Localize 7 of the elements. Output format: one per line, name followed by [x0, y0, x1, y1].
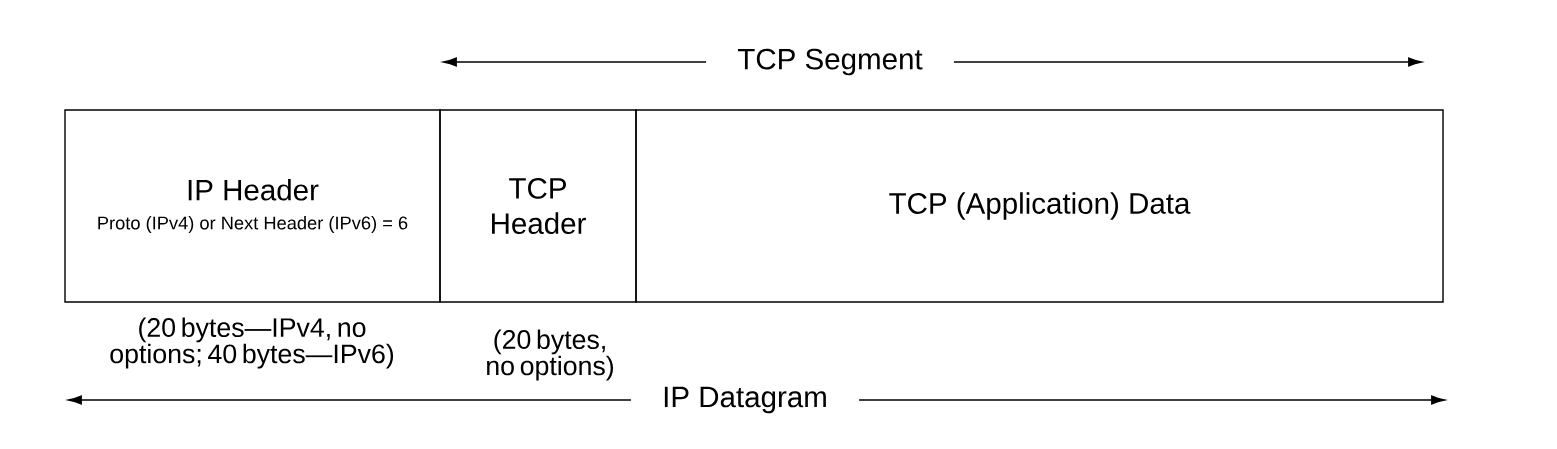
packet-field: TCP Header	[439, 109, 637, 303]
packet-field: TCP (Application) Data	[635, 109, 1444, 303]
span-label: TCP Segment	[737, 48, 923, 76]
size-note: (20 bytes, no options)	[487, 329, 613, 381]
size-note: (20 bytes—IPv4, no options; 40 bytes—IPv6)	[110, 317, 394, 369]
packet-field: IP Header Proto (IPv4) or Next Header (IPv6) = 6	[64, 109, 441, 303]
span-label: IP Datagram	[664, 386, 826, 414]
